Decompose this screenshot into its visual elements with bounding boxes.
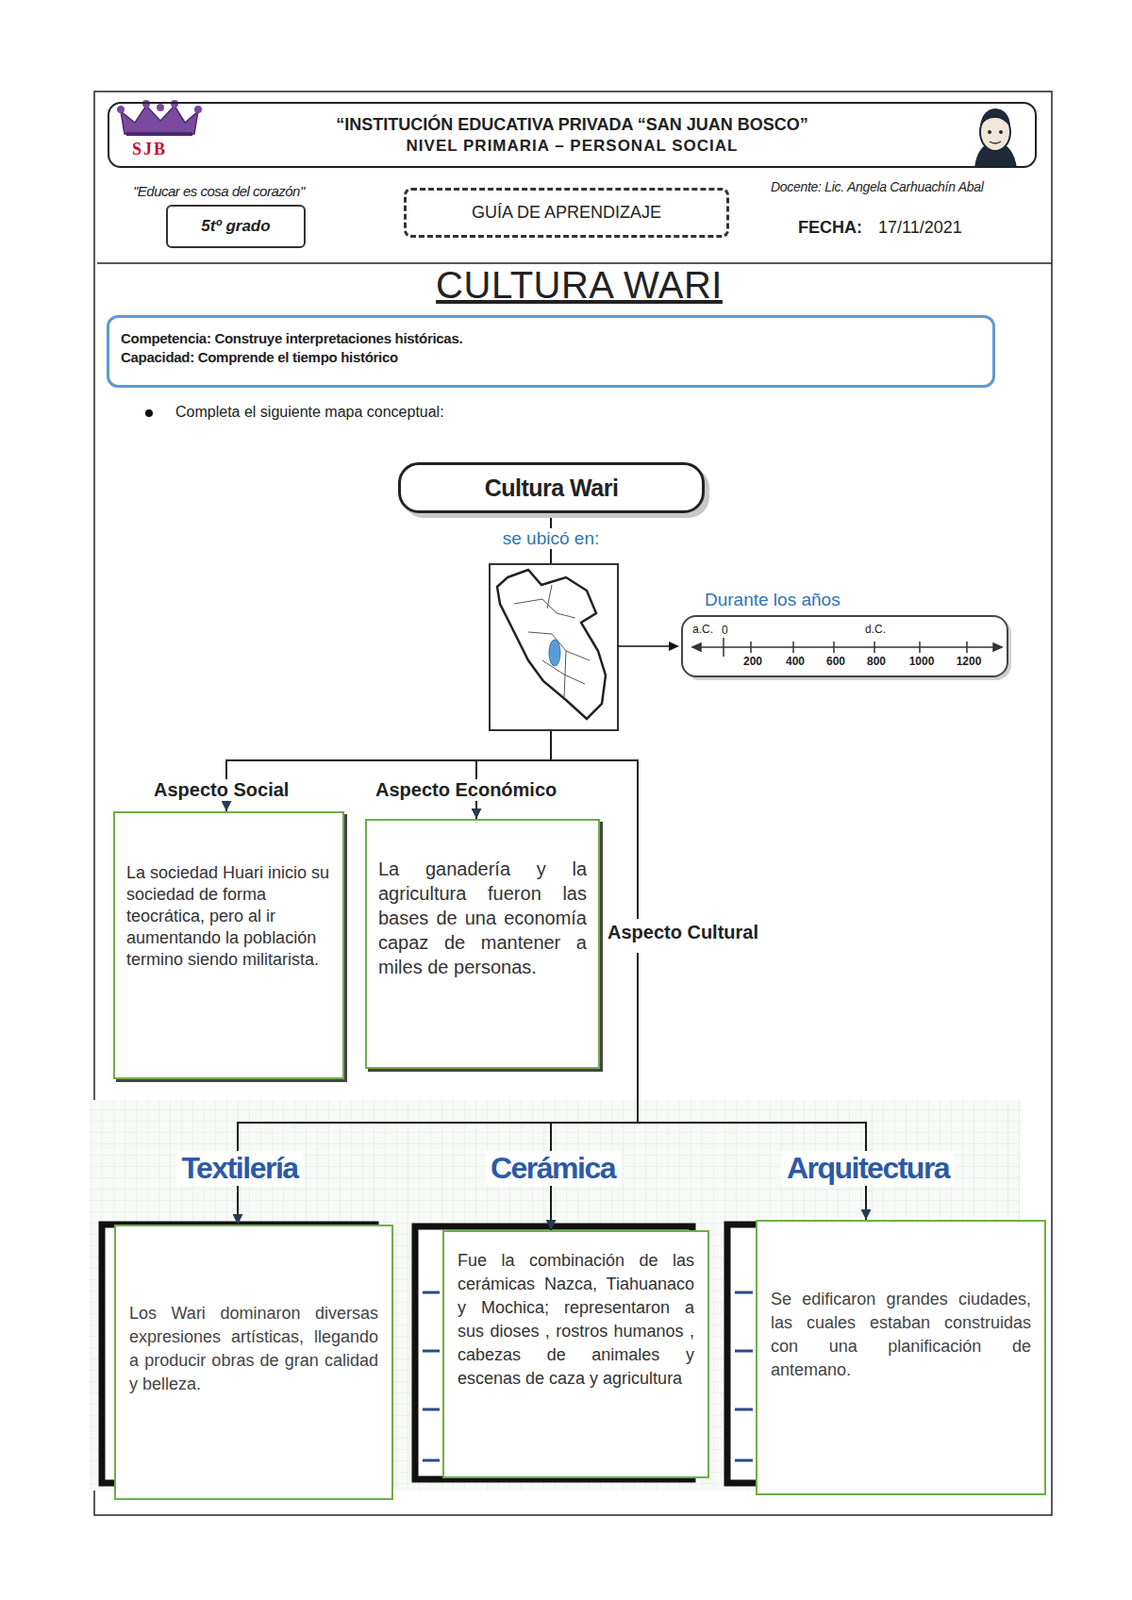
topic-text: Se edificaron grandes ciudades, las cual… [770,1287,1032,1382]
guide-title: GUÍA DE APRENDIZAJE [471,202,662,223]
crown-logo [116,99,202,136]
aspect-heading: Aspecto Social [150,779,292,801]
competence-box: Competencia: Construye interpretaciones … [106,315,996,388]
era-label: a.C. [692,622,714,636]
level-subject: NIVEL PRIMARIA – PERSONAL SOCIAL [109,135,1035,157]
grade-text: 5tº grado [200,216,270,236]
aspect-text: La sociedad Huari inicio su sociedad de … [126,862,332,971]
topic-text: Los Wari dominaron diversas expresiones … [129,1301,379,1397]
timeline-box: Durante los añosa.C.0d.C.200400600800100… [681,615,1009,678]
year-number: 600 [826,654,846,668]
guide-box: GUÍA DE APRENDIZAJE [403,187,730,238]
year-number: 800 [866,654,886,668]
motto: "Educar es cosa del corazón" [133,183,305,200]
year-number: 400 [785,654,805,668]
topic-text: Fue la combinación de las cerámicas Nazc… [457,1248,695,1391]
date-value: 17/11/2021 [878,217,963,238]
logo-text: SJB [132,139,167,160]
topic-box: TextileríaLos Wari dominaron diversas ex… [114,1224,394,1500]
topic-box: CerámicaFue la combinación de las cerámi… [442,1230,710,1479]
portrait-logo [974,108,1017,168]
instruction: Completa el siguiente mapa conceptual: [175,403,445,421]
grade-box: 5tº grado [166,204,306,249]
teacher-name: Docente: Lic. Angela Carhuachín Abal [770,179,984,195]
edge-label: se ubicó en: [499,528,602,550]
header-box: SJB “INSTITUCIÓN EDUCATIVA PRIVADA “SAN J… [107,101,1037,168]
map-to-timeline-arrow [617,641,680,651]
aspect-heading: Aspecto Económico [372,779,560,801]
timeline-heading: Durante los años [704,589,841,611]
root-concept-box: Cultura Wari [398,462,705,514]
year-number: 1000 [909,654,935,668]
topic-heading: Arquitectura [781,1150,955,1186]
aspect-text: La ganadería y la agricultura fueron las… [378,856,587,980]
aspect-box: Aspecto EconómicoLa ganadería y la agric… [365,818,600,1069]
page-border [94,91,1052,1515]
peru-map [489,564,618,731]
school-name: “INSTITUCIÓN EDUCATIVA PRIVADA “SAN JUAN… [109,113,1035,136]
capacity-text: Capacidad: Comprende el tiempo histórico [120,348,982,367]
competence-text: Competencia: Construye interpretaciones … [120,329,982,349]
year-number: 200 [743,654,763,668]
aspect-box: Aspecto SocialLa sociedad Huari inicio s… [113,811,345,1080]
topic-heading: Cerámica [484,1150,621,1186]
topic-heading: Textilería [175,1150,303,1186]
topic-box: ArquitecturaSe edificaron grandes ciudad… [755,1219,1047,1496]
page-title: CULTURA WARI [435,264,723,307]
year-number: 1200 [956,654,983,668]
year-number: 0 [721,623,729,637]
date-label: FECHA: [798,217,863,238]
aspect-heading: Aspecto Cultural [607,921,793,944]
era-label: d.C. [865,622,886,636]
timeline-axis [692,637,1002,657]
header-divider [97,262,1052,265]
root-concept: Cultura Wari [484,474,619,502]
aspect-label: Aspecto Cultural [605,918,795,953]
bullet-dot [145,409,153,417]
